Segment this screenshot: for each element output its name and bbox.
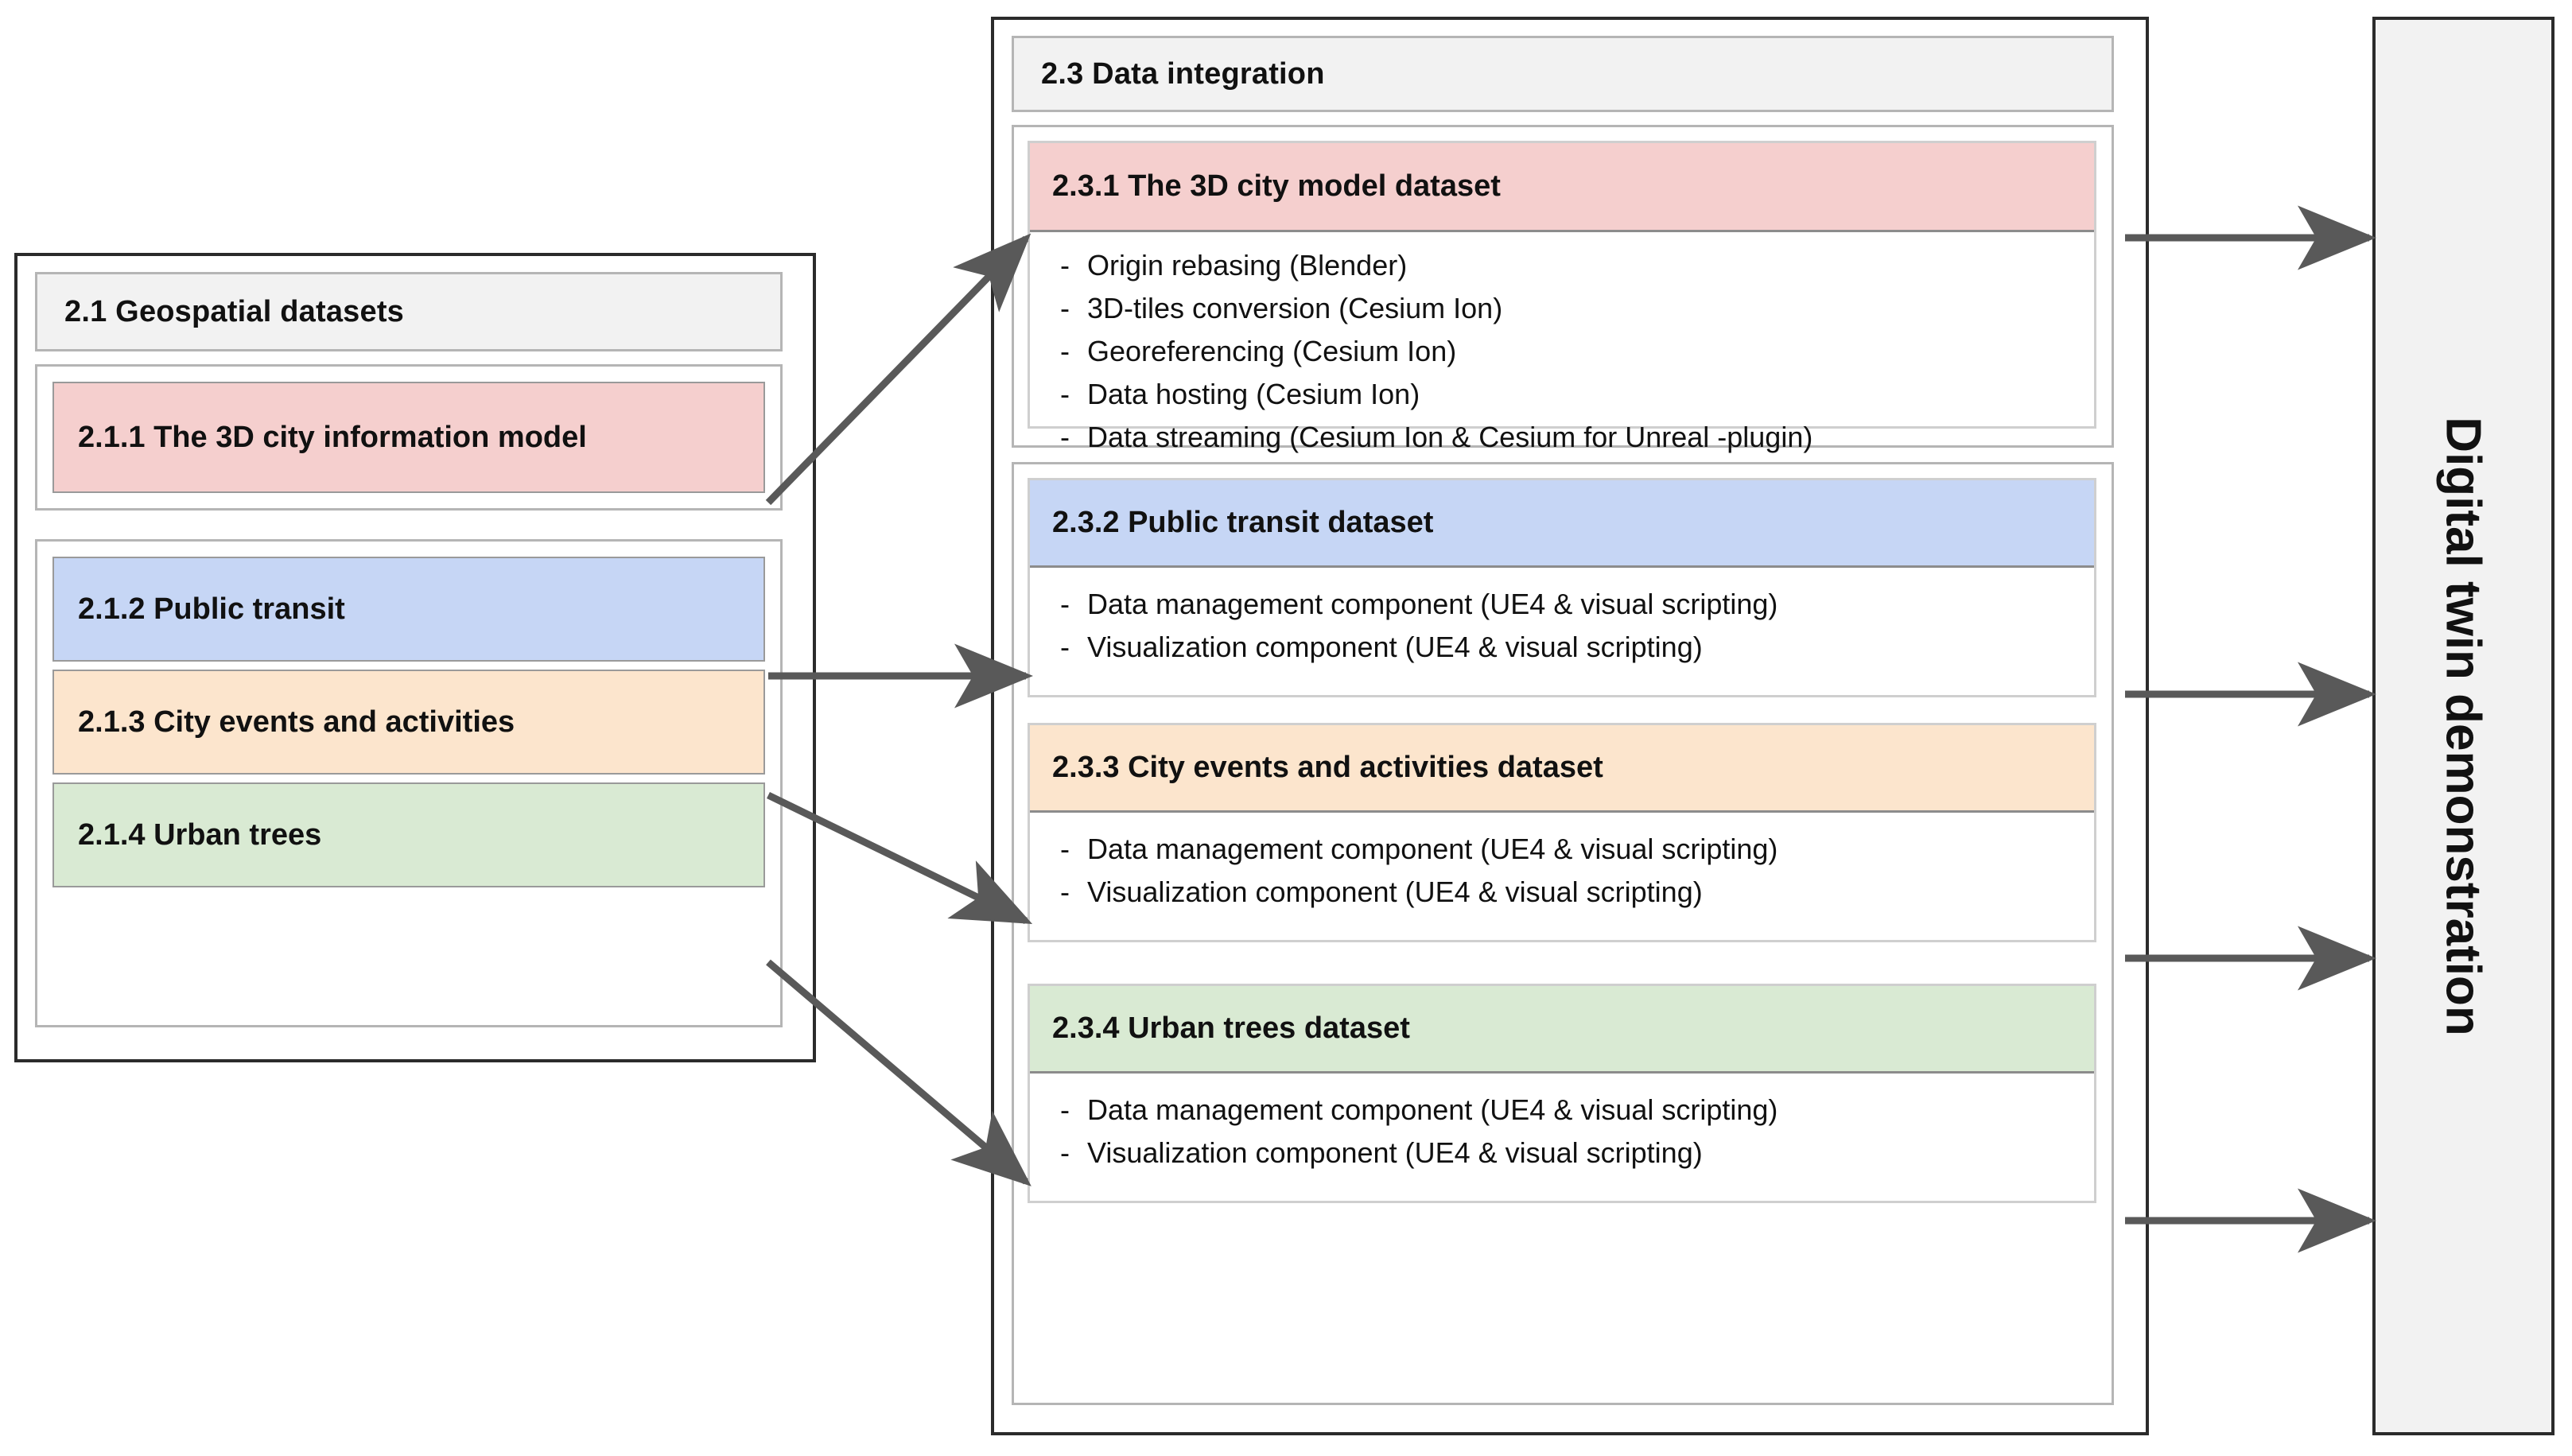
card-233-title: 2.3.3 City events and activities dataset xyxy=(1052,751,1603,784)
card-233[interactable]: 2.3.3 City events and activities dataset… xyxy=(1028,723,2096,942)
bullet-dash: - xyxy=(1060,335,1070,367)
bullet-item: - Georeferencing (Cesium Ion) xyxy=(1060,337,2094,366)
bullet-dash: - xyxy=(1060,876,1070,908)
bullet-item: - Data management component (UE4 & visua… xyxy=(1060,590,2094,619)
bullet-item: - Data management component (UE4 & visua… xyxy=(1060,1096,2094,1124)
bullet-item: - Visualization component (UE4 & visual … xyxy=(1060,1139,2094,1167)
card-232-bullets: - Data management component (UE4 & visua… xyxy=(1030,590,2094,676)
left-item-211[interactable]: 2.1.1 The 3D city information model xyxy=(52,382,765,493)
bullet-item: - Data hosting (Cesium Ion) xyxy=(1060,380,2094,409)
card-234-header: 2.3.4 Urban trees dataset xyxy=(1030,986,2094,1074)
card-234-bullets: - Data management component (UE4 & visua… xyxy=(1030,1096,2094,1182)
bullet-dash: - xyxy=(1060,1136,1070,1169)
card-232-title: 2.3.2 Public transit dataset xyxy=(1052,506,1434,539)
card-231-title: 2.3.1 The 3D city model dataset xyxy=(1052,169,1501,203)
bullet-dash: - xyxy=(1060,378,1070,410)
card-232-header: 2.3.2 Public transit dataset xyxy=(1030,480,2094,568)
card-231-header: 2.3.1 The 3D city model dataset xyxy=(1030,143,2094,232)
left-panel-frame: 2.1 Geospatial datasets 2.1.1 The 3D cit… xyxy=(14,253,816,1062)
left-item-214[interactable]: 2.1.4 Urban trees xyxy=(52,782,765,887)
bullet-text: Data management component (UE4 & visual … xyxy=(1087,588,1778,620)
bullet-item: - Visualization component (UE4 & visual … xyxy=(1060,878,2094,907)
right-panel-header: 2.3 Data integration xyxy=(1012,36,2114,112)
card-231[interactable]: 2.3.1 The 3D city model dataset - Origin… xyxy=(1028,141,2096,452)
bullet-dash: - xyxy=(1060,588,1070,620)
left-item-212-label: 2.1.2 Public transit xyxy=(78,592,345,626)
bullet-dash: - xyxy=(1060,631,1070,663)
bullet-item: - Visualization component (UE4 & visual … xyxy=(1060,633,2094,662)
bullet-dash: - xyxy=(1060,833,1070,865)
left-item-212[interactable]: 2.1.2 Public transit xyxy=(52,557,765,662)
bullet-text: Origin rebasing (Blender) xyxy=(1087,249,1408,281)
bullet-text: Data hosting (Cesium Ion) xyxy=(1087,378,1420,410)
card-234[interactable]: 2.3.4 Urban trees dataset - Data managem… xyxy=(1028,984,2096,1203)
card-233-header: 2.3.3 City events and activities dataset xyxy=(1030,725,2094,813)
bullet-text: Data management component (UE4 & visual … xyxy=(1087,1093,1778,1126)
bullet-dash: - xyxy=(1060,421,1070,453)
bullet-dash: - xyxy=(1060,249,1070,281)
left-item-213[interactable]: 2.1.3 City events and activities xyxy=(52,670,765,775)
left-item-211-label: 2.1.1 The 3D city information model xyxy=(78,420,587,454)
left-panel-header-label: 2.1 Geospatial datasets xyxy=(64,294,405,328)
bullet-text: Visualization component (UE4 & visual sc… xyxy=(1087,1136,1703,1169)
left-item-213-label: 2.1.3 City events and activities xyxy=(78,705,515,739)
card-234-title: 2.3.4 Urban trees dataset xyxy=(1052,1011,1410,1045)
bullet-text: Visualization component (UE4 & visual sc… xyxy=(1087,876,1703,908)
bullet-item: - Data management component (UE4 & visua… xyxy=(1060,835,2094,864)
bullet-item: - 3D-tiles conversion (Cesium Ion) xyxy=(1060,294,2094,323)
left-panel-header: 2.1 Geospatial datasets xyxy=(35,272,783,351)
bullet-dash: - xyxy=(1060,1093,1070,1126)
bullet-item: - Data streaming (Cesium Ion & Cesium fo… xyxy=(1060,423,2094,452)
bullet-text: Georeferencing (Cesium Ion) xyxy=(1087,335,1457,367)
bullet-dash: - xyxy=(1060,292,1070,324)
digital-twin-label: Digital twin demonstration xyxy=(2436,416,2492,1036)
left-item-214-label: 2.1.4 Urban trees xyxy=(78,817,322,852)
bullet-text: Visualization component (UE4 & visual sc… xyxy=(1087,631,1703,663)
card-233-bullets: - Data management component (UE4 & visua… xyxy=(1030,835,2094,921)
bullet-text: 3D-tiles conversion (Cesium Ion) xyxy=(1087,292,1503,324)
bullet-item: - Origin rebasing (Blender) xyxy=(1060,251,2094,280)
card-232[interactable]: 2.3.2 Public transit dataset - Data mana… xyxy=(1028,478,2096,697)
digital-twin-panel[interactable]: Digital twin demonstration xyxy=(2372,17,2555,1435)
bullet-text: Data streaming (Cesium Ion & Cesium for … xyxy=(1087,421,1813,453)
card-231-bullets: - Origin rebasing (Blender) - 3D-tiles c… xyxy=(1030,251,2094,466)
bullet-text: Data management component (UE4 & visual … xyxy=(1087,833,1778,865)
right-panel-frame: 2.3 Data integration 2.3.1 The 3D city m… xyxy=(991,17,2149,1435)
right-panel-header-label: 2.3 Data integration xyxy=(1041,56,1325,91)
